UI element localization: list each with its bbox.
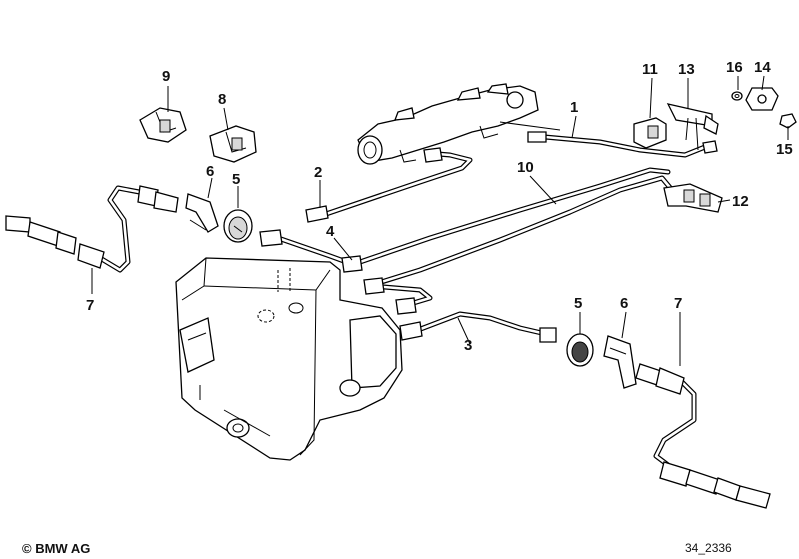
callout-labels: 9 8 6 5 2 4 10 1 11 13 16 14 15 12 7 3 5… — [86, 59, 793, 354]
copyright-text: BMW AG — [35, 541, 91, 556]
bleeder-15 — [779, 113, 797, 129]
callout-5: 5 — [232, 171, 240, 188]
callout-15: 15 — [776, 141, 793, 158]
copyright-symbol: © — [22, 541, 32, 556]
callout-12: 12 — [732, 193, 749, 210]
leader-lines — [91, 75, 789, 366]
callout-16: 16 — [726, 59, 743, 76]
grommet-5-right — [566, 333, 594, 367]
callout-6: 6 — [620, 295, 628, 312]
copyright-notice: © BMW AG — [22, 541, 90, 556]
brake-line-1 — [527, 131, 718, 158]
tee-fitting-14 — [745, 87, 779, 111]
bracket-6-left — [185, 193, 219, 233]
drawing-number: 34_2336 — [685, 541, 732, 555]
callout-14: 14 — [754, 59, 771, 76]
bracket-6-right — [603, 335, 637, 389]
callout-7: 7 — [674, 295, 682, 312]
callout-1: 1 — [570, 99, 578, 116]
callout-7: 7 — [86, 297, 94, 314]
callout-8: 8 — [218, 91, 226, 108]
callout-6: 6 — [206, 163, 214, 180]
brake-hose-right — [635, 363, 771, 509]
brake-line-10 — [375, 175, 677, 286]
grommet-5-left — [223, 209, 253, 243]
callout-11: 11 — [642, 61, 658, 78]
callout-5: 5 — [574, 295, 582, 312]
callout-9: 9 — [162, 68, 170, 85]
callout-4: 4 — [326, 223, 335, 240]
callout-13: 13 — [678, 61, 695, 78]
clip-9 — [139, 107, 187, 143]
unit-line-short — [363, 277, 433, 315]
washer-16 — [731, 91, 743, 101]
unit-line-left — [259, 229, 363, 273]
clip-12 — [663, 183, 723, 213]
brake-line-2 — [305, 147, 473, 223]
clip-11 — [633, 117, 667, 149]
brake-line-3 — [399, 311, 557, 343]
abs-hydraulic-unit — [175, 257, 403, 461]
brake-line-4 — [357, 167, 671, 265]
bracket-13 — [666, 103, 719, 151]
brake-hose-left — [5, 185, 179, 273]
clip-8 — [209, 125, 257, 163]
callout-10: 10 — [517, 159, 534, 176]
callout-2: 2 — [314, 164, 322, 181]
master-cylinder — [357, 83, 561, 165]
callout-3: 3 — [464, 337, 472, 354]
